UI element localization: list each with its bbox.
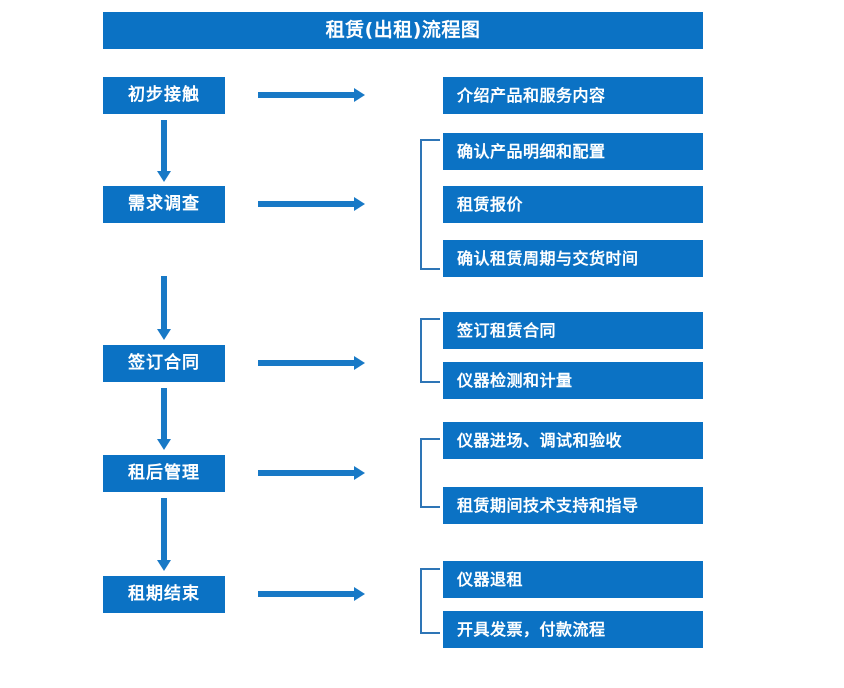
horizontal-arrow-icon-1 bbox=[258, 88, 365, 102]
stage-label: 租期结束 bbox=[128, 584, 200, 604]
detail-label: 开具发票，付款流程 bbox=[457, 619, 606, 639]
detail-box-5[interactable]: 签订租赁合同 bbox=[443, 312, 703, 349]
arrow-shaft bbox=[258, 360, 354, 366]
horizontal-arrow-icon-5 bbox=[258, 587, 365, 601]
arrow-shaft bbox=[258, 92, 354, 98]
vertical-arrow-icon-2 bbox=[157, 276, 171, 340]
arrow-head bbox=[157, 560, 171, 571]
group-bracket-4 bbox=[420, 438, 440, 508]
stage-label: 需求调查 bbox=[128, 194, 200, 214]
detail-label: 租赁期间技术支持和指导 bbox=[457, 495, 639, 515]
arrow-head bbox=[157, 171, 171, 182]
detail-box-2[interactable]: 确认产品明细和配置 bbox=[443, 133, 703, 170]
vertical-arrow-icon-4 bbox=[157, 498, 171, 571]
stage-label: 初步接触 bbox=[128, 85, 200, 105]
stage-box-4[interactable]: 租后管理 bbox=[103, 455, 225, 492]
detail-label: 仪器退租 bbox=[457, 569, 524, 589]
detail-label: 签订租赁合同 bbox=[457, 320, 557, 340]
arrow-shaft bbox=[258, 470, 354, 476]
horizontal-arrow-icon-3 bbox=[258, 356, 365, 370]
detail-box-9[interactable]: 仪器退租 bbox=[443, 561, 703, 598]
stage-box-2[interactable]: 需求调查 bbox=[103, 186, 225, 223]
detail-label: 仪器进场、调试和验收 bbox=[457, 430, 623, 450]
detail-box-1[interactable]: 介绍产品和服务内容 bbox=[443, 77, 703, 114]
arrow-head bbox=[354, 197, 365, 211]
arrow-head bbox=[157, 439, 171, 450]
chart-title-bar: 租赁(出租)流程图 bbox=[103, 12, 703, 49]
detail-box-6[interactable]: 仪器检测和计量 bbox=[443, 362, 703, 399]
arrow-shaft bbox=[161, 120, 167, 171]
vertical-arrow-icon-1 bbox=[157, 120, 171, 182]
detail-label: 仪器检测和计量 bbox=[457, 370, 573, 390]
vertical-arrow-icon-3 bbox=[157, 388, 171, 450]
horizontal-arrow-icon-4 bbox=[258, 466, 365, 480]
arrow-shaft bbox=[258, 591, 354, 597]
group-bracket-2 bbox=[420, 139, 440, 270]
arrow-shaft bbox=[161, 276, 167, 329]
arrow-shaft bbox=[161, 388, 167, 439]
stage-box-3[interactable]: 签订合同 bbox=[103, 345, 225, 382]
arrow-head bbox=[354, 587, 365, 601]
group-bracket-3 bbox=[420, 318, 440, 383]
arrow-head bbox=[354, 356, 365, 370]
stage-label: 签订合同 bbox=[128, 353, 200, 373]
arrow-head bbox=[354, 88, 365, 102]
arrow-head bbox=[354, 466, 365, 480]
detail-box-7[interactable]: 仪器进场、调试和验收 bbox=[443, 422, 703, 459]
detail-box-3[interactable]: 租赁报价 bbox=[443, 186, 703, 223]
detail-label: 介绍产品和服务内容 bbox=[457, 85, 606, 105]
detail-box-8[interactable]: 租赁期间技术支持和指导 bbox=[443, 487, 703, 524]
detail-label: 确认产品明细和配置 bbox=[457, 141, 606, 161]
detail-box-10[interactable]: 开具发票，付款流程 bbox=[443, 611, 703, 648]
stage-label: 租后管理 bbox=[128, 463, 200, 483]
arrow-shaft bbox=[161, 498, 167, 560]
group-bracket-5 bbox=[420, 568, 440, 634]
chart-title: 租赁(出租)流程图 bbox=[325, 19, 481, 41]
detail-box-4[interactable]: 确认租赁周期与交货时间 bbox=[443, 240, 703, 277]
arrow-shaft bbox=[258, 201, 354, 207]
detail-label: 确认租赁周期与交货时间 bbox=[457, 248, 639, 268]
arrow-head bbox=[157, 329, 171, 340]
stage-box-1[interactable]: 初步接触 bbox=[103, 77, 225, 114]
detail-label: 租赁报价 bbox=[457, 194, 524, 214]
stage-box-5[interactable]: 租期结束 bbox=[103, 576, 225, 613]
horizontal-arrow-icon-2 bbox=[258, 197, 365, 211]
